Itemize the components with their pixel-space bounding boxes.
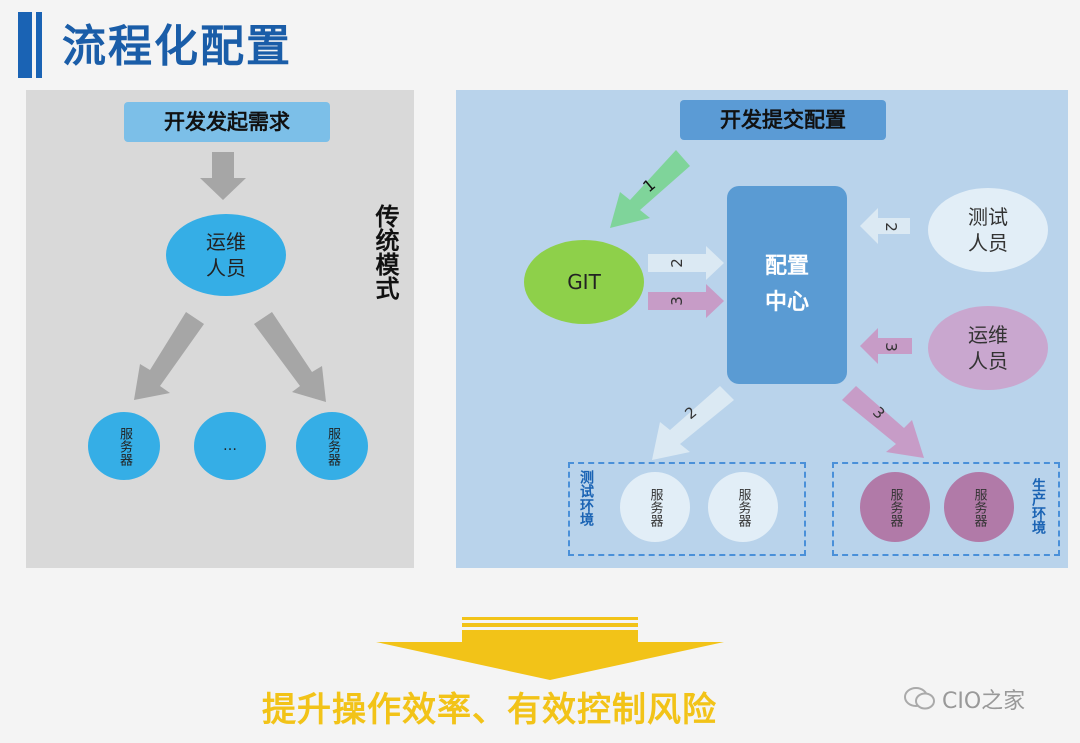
step2-label-tester: 2 [881, 222, 900, 232]
server-label: 服务器 [735, 487, 751, 527]
yellow-arrow-stripe-1 [462, 617, 638, 620]
dev-request-label: 开发发起需求 [124, 102, 330, 142]
center-line2: 中心 [764, 290, 809, 315]
arrow-ops-to-server-right [254, 312, 326, 402]
tester-node: 测试 人员 [928, 188, 1048, 272]
ops-staff-node: 运维 人员 [166, 214, 286, 296]
yellow-arrow-head [376, 642, 724, 680]
ops-right-line2: 人员 [968, 349, 1008, 373]
test-server-1: 服务器 [620, 472, 690, 542]
server-label: 服务器 [887, 487, 903, 527]
server-node-right: 服务器 [296, 412, 368, 480]
prod-server-2: 服务器 [944, 472, 1014, 542]
step3-label-git: 3 [667, 296, 686, 306]
server-label: 服务器 [647, 487, 663, 527]
step2-label-git: 2 [667, 258, 686, 268]
server-label: 服务器 [325, 426, 340, 466]
arrow-ops-to-center [860, 328, 912, 364]
ops-staff-node-right: 运维 人员 [928, 306, 1048, 390]
tester-line2: 人员 [968, 231, 1008, 255]
arrow-git-to-center-2 [648, 246, 724, 280]
arrow-ops-to-server-left [134, 312, 204, 400]
server-label: 服务器 [971, 487, 987, 527]
ops-right-line1: 运维 [968, 323, 1008, 347]
title-accent-bar [18, 12, 32, 78]
ops-line2: 人员 [206, 256, 246, 280]
prod-server-1: 服务器 [860, 472, 930, 542]
title-accent-bar-thin [36, 12, 42, 78]
arrow-git-to-center-3 [648, 284, 724, 318]
wechat-icon [904, 686, 936, 716]
watermark-text: CIO之家 [942, 689, 1026, 714]
yellow-arrow-stripe-2 [462, 623, 638, 627]
prod-env-box [832, 462, 1060, 556]
slogan: 提升操作效率、有效控制风险 [262, 690, 717, 730]
arrow-tester-to-center [860, 208, 910, 244]
arrow-center-to-test [652, 386, 734, 460]
arrow-center-to-prod [842, 386, 924, 458]
traditional-mode-label: 传统模式 [371, 204, 399, 300]
server-node-left: 服务器 [88, 412, 160, 480]
arrow-request-to-ops [200, 152, 246, 200]
server-label: 服务器 [117, 426, 132, 466]
ellipsis-label: … [223, 438, 237, 454]
prod-env-label: 生产环境 [1030, 478, 1046, 534]
test-env-label: 测试环境 [578, 470, 594, 526]
tester-line1: 测试 [968, 205, 1008, 229]
step3-label-ops: 3 [881, 342, 900, 352]
git-label: GIT [567, 270, 601, 294]
dev-submit-config-label: 开发提交配置 [680, 100, 886, 140]
page-title: 流程化配置 [62, 21, 292, 72]
arrow-step1 [610, 150, 690, 228]
ops-line1: 运维 [206, 230, 246, 254]
yellow-arrow-stem [462, 630, 638, 642]
test-server-2: 服务器 [708, 472, 778, 542]
config-center-node: 配置 中心 [727, 186, 847, 384]
git-node: GIT [524, 240, 644, 324]
test-env-box [568, 462, 806, 556]
center-line1: 配置 [764, 254, 809, 279]
server-node-ellipsis: … [194, 412, 266, 480]
